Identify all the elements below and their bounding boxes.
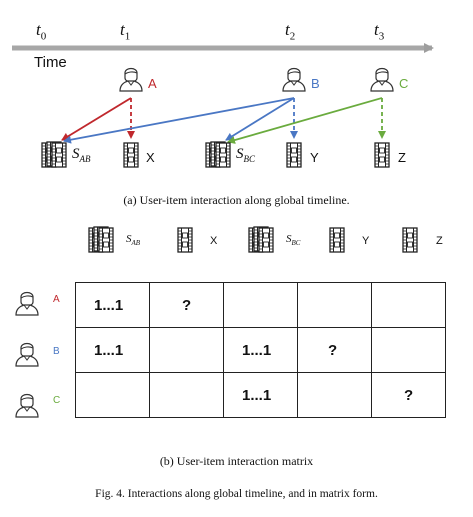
user-a-icon xyxy=(15,291,39,316)
film-stack-icon xyxy=(206,142,230,167)
matrix-cell xyxy=(149,327,224,373)
caption-a: (a) User-item interaction along global t… xyxy=(123,193,350,207)
film-icon xyxy=(402,227,418,253)
matrix-row-c: 1...1 ? xyxy=(75,372,446,418)
user-a-icon xyxy=(119,67,143,92)
user-b-icon xyxy=(15,342,39,367)
figure-caption: Fig. 4. Interactions along global timeli… xyxy=(95,488,378,500)
time-label-t0: t0 xyxy=(36,20,47,43)
time-label-t2: t2 xyxy=(285,20,296,43)
film-stack-icon xyxy=(249,227,273,252)
matrix-header-x: X xyxy=(210,235,218,247)
matrix-cell: 1...1 xyxy=(223,327,298,373)
matrix-cell: ? xyxy=(297,327,372,373)
time-label-t3: t3 xyxy=(374,20,385,43)
matrix-user-label-a: A xyxy=(53,294,60,305)
matrix-user-label-b: B xyxy=(53,346,60,357)
matrix-cell: ? xyxy=(371,372,446,418)
matrix-cell xyxy=(75,372,150,418)
film-icon xyxy=(123,142,139,168)
time-label-t1: t1 xyxy=(120,20,131,43)
matrix-cell xyxy=(297,372,372,418)
user-label-a: A xyxy=(148,76,157,91)
time-axis-label: Time xyxy=(34,54,67,71)
matrix-cell xyxy=(371,327,446,373)
matrix-cell xyxy=(371,282,446,328)
matrix-header-z: Z xyxy=(436,235,443,247)
item-label-sbc: SBC xyxy=(236,146,256,164)
matrix-header-sab: SAB xyxy=(126,233,141,248)
matrix-header-y: Y xyxy=(362,235,370,247)
item-label-sab: SAB xyxy=(72,146,91,164)
film-icon xyxy=(329,227,345,253)
interaction-matrix: 1...1 ? 1...1 1...1 ? 1...1 ? xyxy=(75,282,446,418)
interaction-arrows xyxy=(61,97,386,144)
matrix-user-label-c: C xyxy=(53,395,61,406)
matrix-row-b: 1...1 1...1 ? xyxy=(75,327,446,373)
caption-b: (b) User-item interaction matrix xyxy=(159,454,314,468)
matrix-cell xyxy=(149,372,224,418)
user-label-c: C xyxy=(399,76,409,91)
user-label-b: B xyxy=(311,76,320,91)
item-label-z: Z xyxy=(398,150,406,165)
film-icon xyxy=(374,142,390,168)
matrix-cell: 1...1 xyxy=(75,327,150,373)
film-icon xyxy=(286,142,302,168)
matrix-cell xyxy=(223,282,298,328)
matrix-cell: 1...1 xyxy=(223,372,298,418)
user-c-icon xyxy=(15,393,39,418)
matrix-header-sbc: SBC xyxy=(286,233,301,248)
matrix-cell: 1...1 xyxy=(75,282,150,328)
film-stack-icon xyxy=(89,227,113,252)
matrix-cell xyxy=(297,282,372,328)
item-label-x: X xyxy=(146,150,155,165)
user-c-icon xyxy=(370,67,394,92)
item-label-y: Y xyxy=(310,150,319,165)
matrix-row-a: 1...1 ? xyxy=(75,282,446,328)
film-icon xyxy=(177,227,193,253)
user-b-icon xyxy=(282,67,306,92)
film-stack-icon xyxy=(42,142,66,167)
matrix-cell: ? xyxy=(149,282,224,328)
